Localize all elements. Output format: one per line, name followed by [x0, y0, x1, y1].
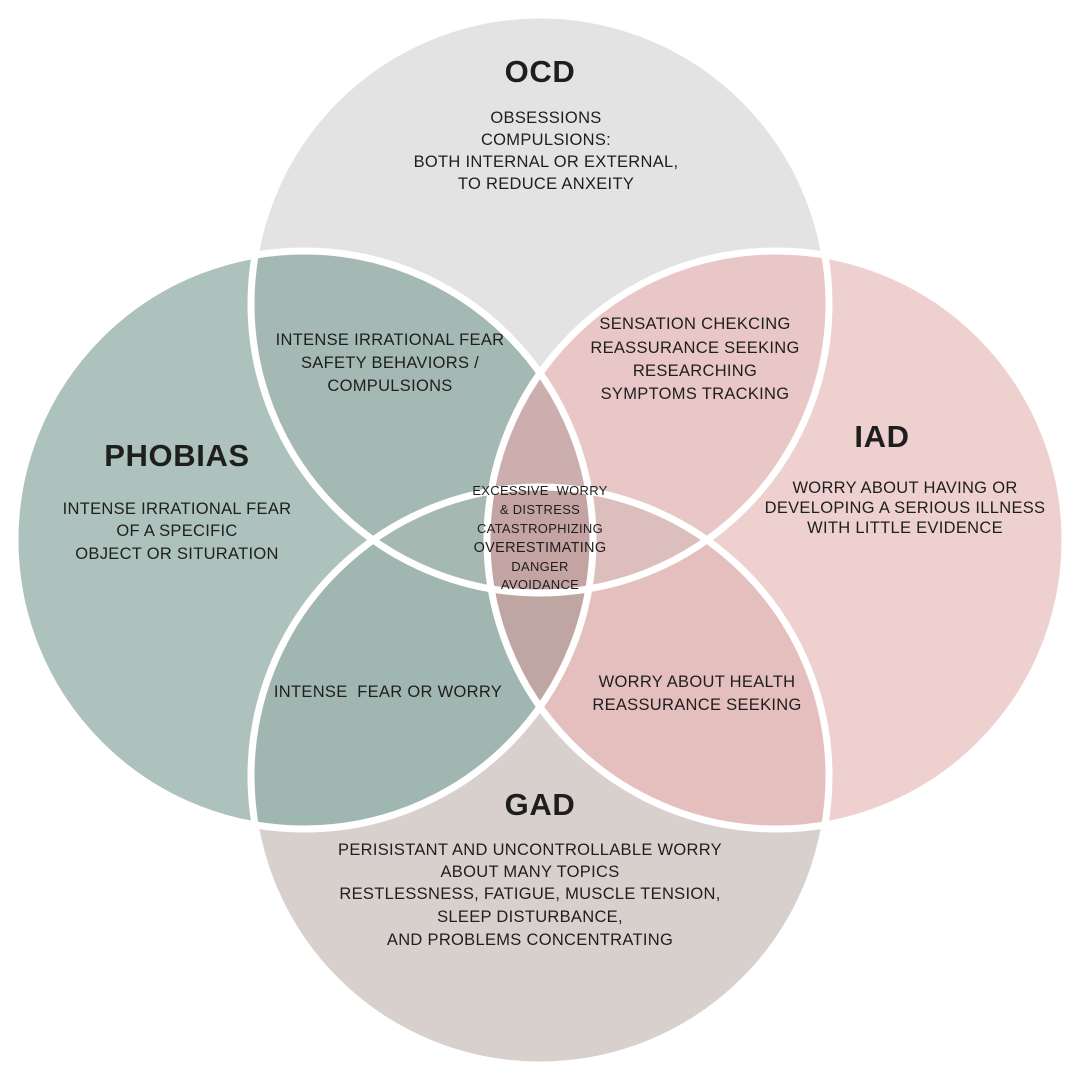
ocd-phobias-overlap-line: INTENSE IRRATIONAL FEAR: [276, 331, 505, 349]
ocd-iad-overlap-line: SYMPTOMS TRACKING: [601, 385, 790, 403]
iad-description-line: DEVELOPING A SERIOUS ILLNESS: [765, 499, 1046, 517]
phobias-title: PHOBIAS: [104, 438, 249, 473]
gad-description-line: AND PROBLEMS CONCENTRATING: [387, 931, 673, 949]
center-overlap-line: & DISTRESS: [500, 502, 580, 517]
iad-description-line: WORRY ABOUT HAVING OR: [792, 479, 1017, 497]
gad-description-line: RESTLESSNESS, FATIGUE, MUSCLE TENSION,: [339, 885, 720, 903]
center-overlap-line: CATASTROPHIZING: [477, 521, 603, 536]
ocd-phobias-iad-overlap-region: [491, 373, 589, 491]
iad-description-line: WITH LITTLE EVIDENCE: [807, 519, 1003, 537]
labels: OCD OBSESSIONS COMPULSIONS: BOTH INTERNA…: [63, 54, 1046, 949]
gad-title: GAD: [505, 787, 576, 822]
gad-phobias-overlap-line: INTENSE FEAR OR WORRY: [274, 683, 502, 701]
phobias-description-line: OF A SPECIFIC: [116, 522, 237, 540]
ocd-gad-iad-overlap-region: [589, 491, 707, 589]
ocd-phobias-overlap-line: COMPULSIONS: [327, 377, 452, 395]
gad-circle-outline: [247, 483, 833, 1069]
ocd-description-line: COMPULSIONS:: [481, 131, 611, 149]
gad-iad-overlap-line: REASSURANCE SEEKING: [592, 696, 801, 714]
ocd-iad-overlap-line: RESEARCHING: [633, 362, 757, 380]
center-overlap-line: AVOIDANCE: [501, 577, 579, 592]
ocd-title: OCD: [505, 54, 576, 89]
ocd-description-line: BOTH INTERNAL OR EXTERNAL,: [414, 153, 679, 171]
gad-description-line: SLEEP DISTURBANCE,: [437, 908, 623, 926]
ocd-description-line: TO REDUCE ANXEITY: [458, 175, 634, 193]
gad-iad-overlap-line: WORRY ABOUT HEALTH: [599, 673, 796, 691]
iad-circle-outline: [483, 247, 1069, 833]
center-overlap-region: [486, 486, 594, 594]
ocd-circle-outline: [247, 11, 833, 597]
ocd-phobias-overlap-line: SAFETY BEHAVIORS /: [301, 354, 479, 372]
gad-description-line: ABOUT MANY TOPICS: [440, 863, 619, 881]
iad-title: IAD: [854, 419, 909, 454]
gad-phobias-iad-overlap-region: [491, 589, 589, 707]
ocd-description-line: OBSESSIONS: [490, 109, 601, 127]
center-overlap-line: OVERESTIMATING: [474, 540, 607, 556]
center-overlap-line: EXCESSIVE WORRY: [472, 483, 607, 498]
ocd-iad-overlap-line: SENSATION CHEKCING: [599, 315, 790, 333]
phobias-description-line: OBJECT OR SITURATION: [75, 545, 278, 563]
phobias-description-line: INTENSE IRRATIONAL FEAR: [63, 500, 292, 518]
center-overlap-line: DANGER: [511, 559, 568, 574]
gad-description-line: PERISISTANT AND UNCONTROLLABLE WORRY: [338, 841, 722, 859]
phobias-circle-outline: [11, 247, 597, 833]
ocd-gad-phobias-overlap-region: [373, 491, 491, 589]
ocd-iad-overlap-line: REASSURANCE SEEKING: [590, 339, 799, 357]
